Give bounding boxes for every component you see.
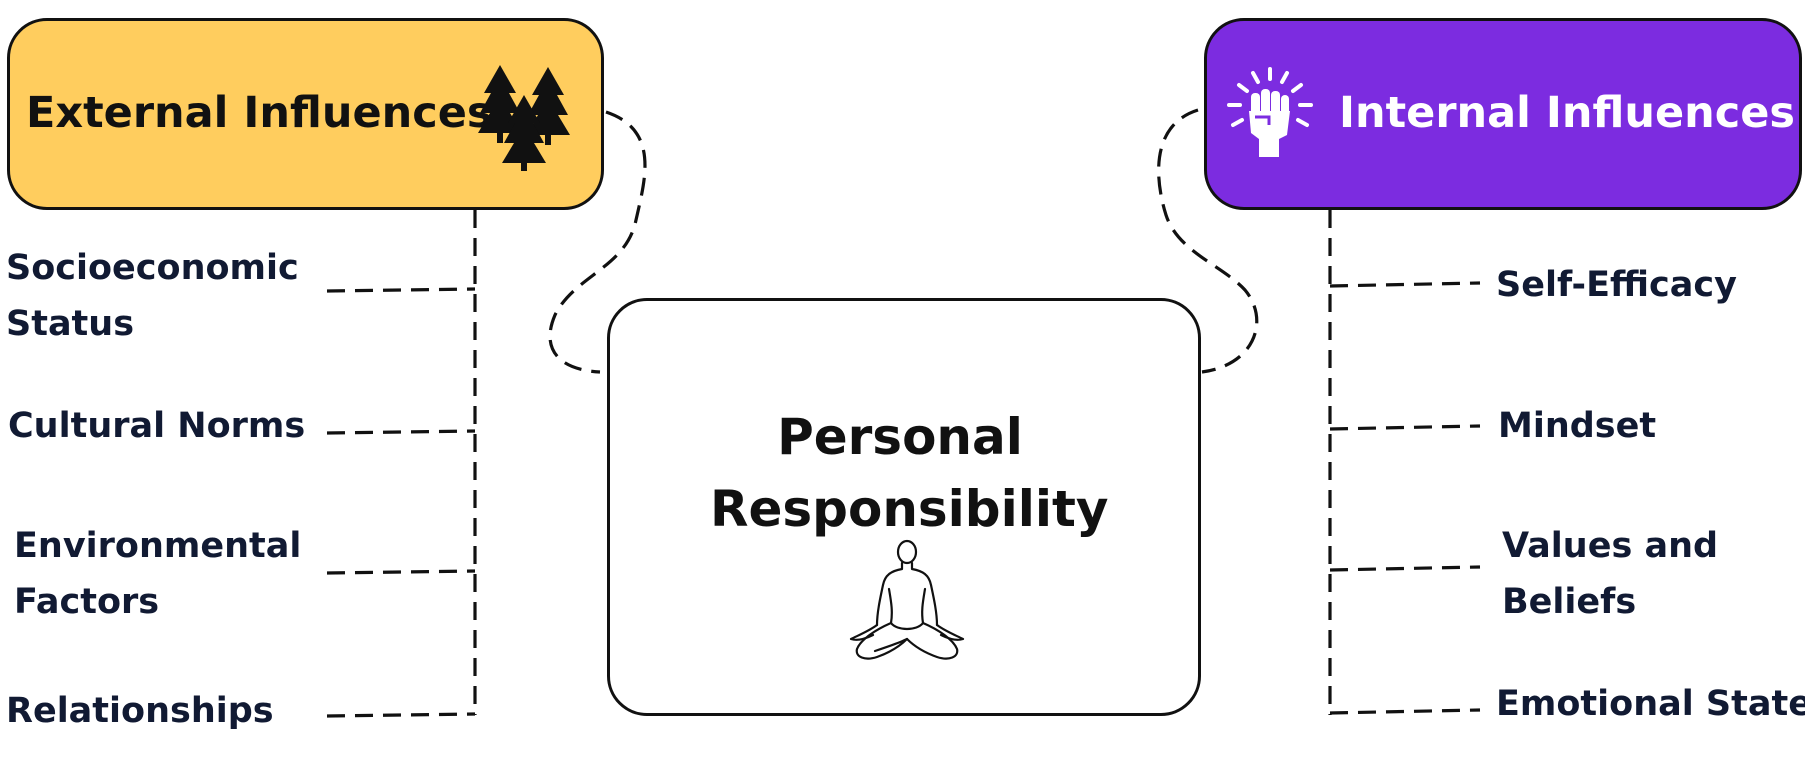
internal-item-mindset: Mindset <box>1498 406 1657 446</box>
external-influences-box: External Influences <box>7 18 604 210</box>
external-influences-title: External Influences <box>26 88 493 138</box>
external-branch-line <box>326 712 476 718</box>
internal-branch-line <box>1329 424 1481 431</box>
internal-branch-line <box>1329 281 1481 288</box>
internal-item-self-efficacy: Self-Efficacy <box>1496 265 1737 305</box>
external-item-cultural-norms: Cultural Norms <box>8 406 306 446</box>
external-item-environmental-factors: Environmental Factors <box>14 526 302 622</box>
internal-branch-line <box>1329 565 1481 572</box>
external-branch-line <box>326 287 476 293</box>
external-to-center-connector <box>548 110 647 374</box>
internal-to-center-connector <box>1157 108 1259 374</box>
internal-influences-title: Internal Influences <box>1339 88 1795 138</box>
internal-branch-line <box>1329 708 1481 715</box>
internal-influences-box: Internal Influences <box>1204 18 1802 210</box>
pine-trees-icon <box>478 65 570 171</box>
external-item-relationships: Relationships <box>6 691 274 731</box>
meditating-person-icon <box>849 539 965 660</box>
raised-fist-icon <box>1227 67 1313 157</box>
external-branch-line <box>326 569 476 575</box>
personal-responsibility-box: Personal Responsibility <box>607 298 1201 716</box>
internal-item-values-and-beliefs: Values and Beliefs <box>1502 526 1719 622</box>
external-item-socioeconomic-status: Socioeconomic Status <box>6 248 299 344</box>
external-branch-line <box>326 429 476 435</box>
internal-item-emotional-state: Emotional State <box>1496 684 1805 724</box>
personal-responsibility-title: Personal Responsibility <box>710 408 1109 538</box>
